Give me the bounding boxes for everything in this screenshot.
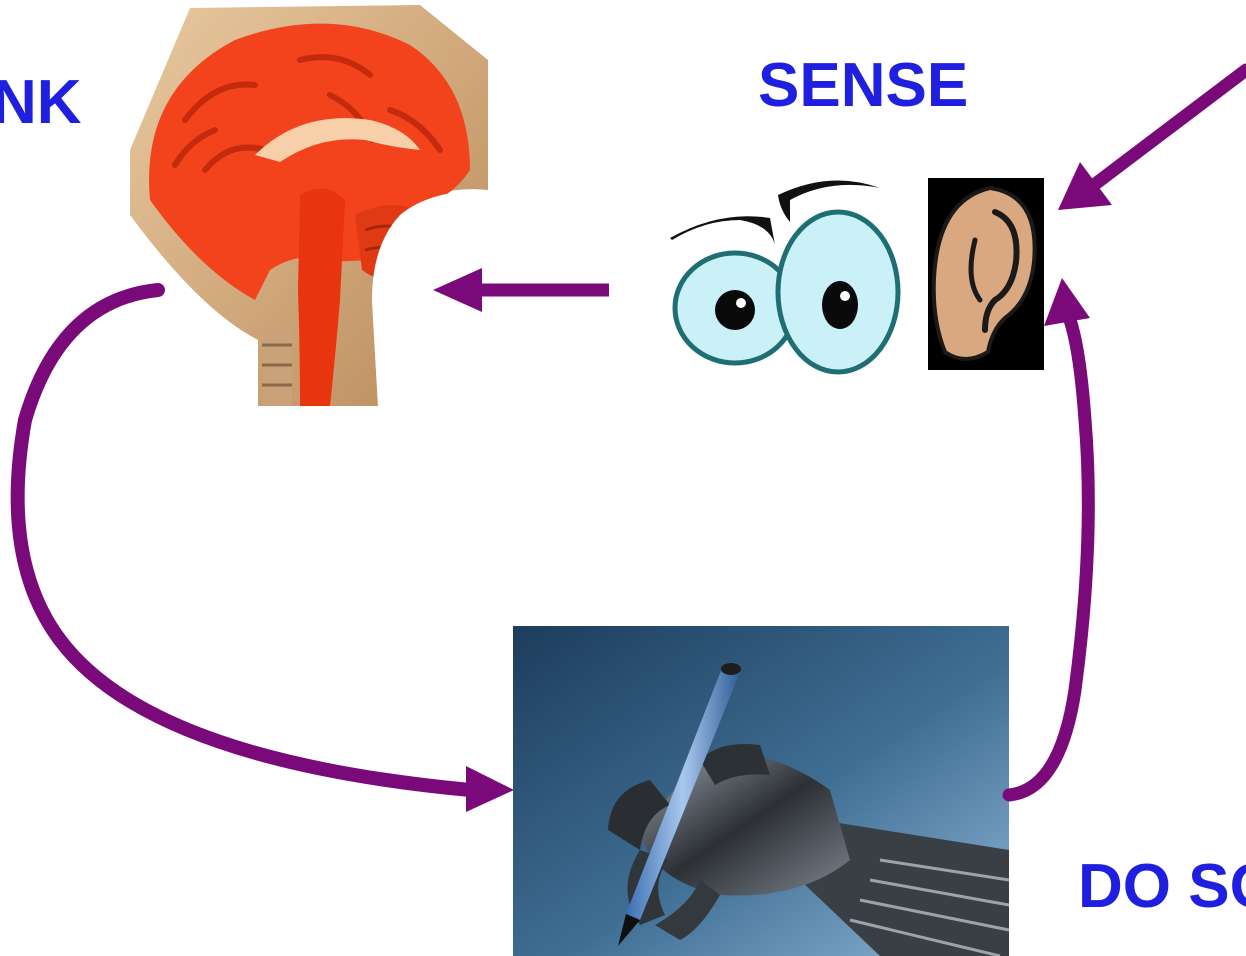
sense-label: SENSE — [758, 55, 968, 117]
brain-icon — [130, 5, 488, 406]
eyes-icon — [670, 180, 898, 372]
input-arrow — [1058, 70, 1246, 210]
robot-hand-icon — [513, 626, 1009, 956]
think-label: NK — [0, 72, 82, 134]
do-something-label: DO SO — [1078, 856, 1246, 918]
ear-icon — [928, 178, 1044, 370]
